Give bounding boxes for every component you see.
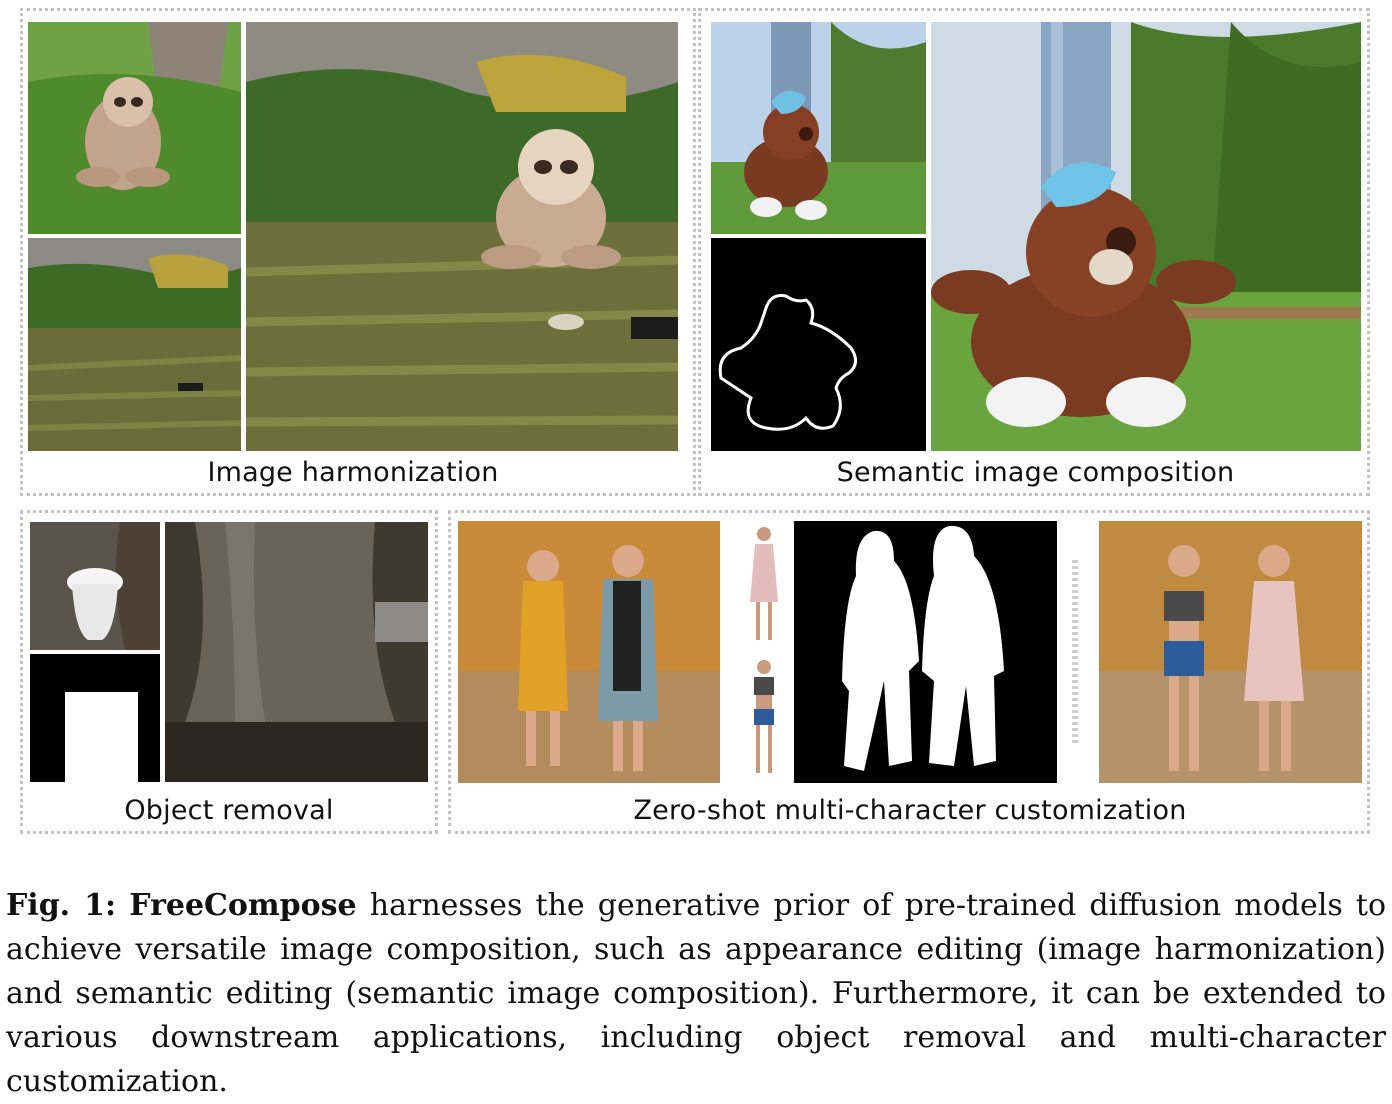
caption-semantic-image-composition: Semantic image composition — [836, 457, 1235, 488]
harmonized-result-image — [246, 22, 678, 451]
caption-image-harmonization: Image harmonization — [207, 457, 499, 488]
two-figure-silhouette-mask — [794, 521, 1057, 783]
bear-outline-mask — [711, 238, 926, 451]
toilet-by-tree-image — [30, 522, 160, 650]
panel-semantic-image-composition — [698, 8, 1370, 496]
caption-object-removal: Object removal — [124, 795, 334, 826]
panel-multi-character-customization — [448, 510, 1370, 834]
sloth-on-grass-image — [28, 22, 241, 234]
removal-mask — [30, 654, 160, 782]
panel-object-removal — [20, 510, 438, 834]
method-name: FreeCompose — [129, 888, 357, 923]
figure-caption-text: harnesses the generative prior of pre-tr… — [6, 888, 1387, 1099]
multi-character-result-image — [1099, 521, 1362, 783]
figure-caption: Fig. 1: FreeCompose harnesses the genera… — [6, 884, 1386, 1104]
panel-image-harmonization — [20, 8, 696, 496]
semantic-composition-result-image — [931, 22, 1361, 451]
caption-multi-character-customization: Zero-shot multi-character customization — [633, 795, 1187, 826]
pasted-teddy-bear-image — [711, 22, 926, 234]
object-removal-result-image — [165, 522, 428, 782]
background-scene-image — [28, 238, 241, 451]
separator-strip — [1072, 560, 1078, 745]
figure-label: Fig. 1: — [6, 888, 117, 923]
character-reference-crop-top — [742, 655, 786, 781]
character-reference-pink-dress — [742, 522, 786, 648]
two-women-source-image — [458, 521, 720, 783]
